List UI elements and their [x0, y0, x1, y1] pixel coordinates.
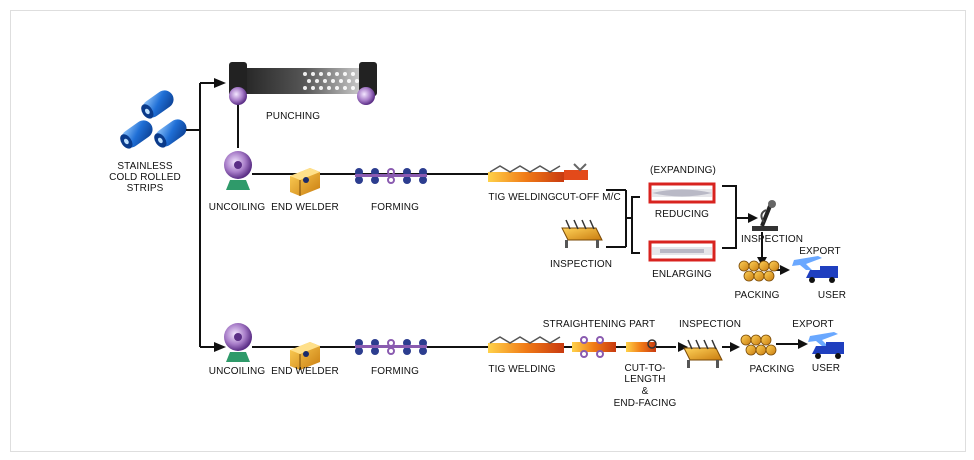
uncoiler-b [224, 323, 252, 362]
packing-bundle-b [740, 334, 777, 356]
arrow-to-line-b [214, 342, 226, 352]
arrow-to-inspection [748, 213, 758, 223]
inspection-table-a [561, 219, 603, 248]
cut-to-length-saw [626, 339, 657, 352]
uncoiling-label-a: UNCOILING [208, 202, 266, 213]
arrow-to-punching [214, 78, 226, 88]
tig-welding-label-b: TIG WELDING [488, 364, 556, 375]
cut-label-line4: END-FACING [613, 398, 677, 409]
enlarging-label: ENLARGING [652, 269, 712, 280]
tig-welding-a [488, 165, 564, 182]
export-plane-icon-b [808, 332, 838, 346]
inspection-table-b [683, 339, 723, 368]
end-welder-b [290, 342, 320, 370]
source-label-line1: STAINLESS [117, 161, 173, 172]
cutoff-label: CUT-OFF M/C [555, 192, 621, 203]
source-label-line2: COLD ROLLED [109, 172, 181, 183]
reducing-machine [648, 182, 716, 204]
delivery-truck-icon-b [812, 342, 844, 359]
export-plane-icon-a [792, 256, 822, 270]
packing-label-b: PACKING [749, 364, 795, 375]
arrow-to-export-b [798, 339, 808, 349]
tig-welding-b [488, 336, 564, 353]
forming-rollers-b [355, 339, 427, 355]
inspection-label-a2: INSPECTION [740, 234, 804, 245]
punching-label: PUNCHING [266, 111, 321, 122]
microscope-icon [752, 200, 778, 231]
tig-welding-label-a: TIG WELDING [488, 192, 556, 203]
inspection-label-b: INSPECTION [678, 319, 742, 330]
uncoiler-a [224, 151, 252, 190]
user-label-b: USER [811, 363, 841, 374]
delivery-truck-icon-a [806, 266, 838, 283]
straightening-rollers [572, 336, 616, 358]
inspection-label-a1: INSPECTION [549, 259, 613, 270]
straightening-label: STRAIGHTENING PART [542, 319, 656, 330]
reducing-label: REDUCING [654, 209, 710, 220]
cut-label-line1: CUT-TO- [624, 363, 666, 374]
punching-machine [229, 62, 377, 105]
arrow-to-packing-b [730, 342, 740, 352]
cutoff-machine [564, 163, 588, 180]
end-welder-label-b: END WELDER [271, 366, 339, 377]
stainless-coil-rolls [120, 90, 187, 149]
end-welder-a [290, 168, 320, 196]
forming-label-a: FORMING [371, 202, 419, 213]
uncoiling-label-b: UNCOILING [208, 366, 266, 377]
diagram-frame [10, 10, 966, 452]
packing-label-a: PACKING [734, 290, 780, 301]
user-label-a: USER [817, 290, 847, 301]
expanding-label: (EXPANDING) [650, 165, 716, 176]
export-label-b: EXPORT [792, 319, 834, 330]
cut-label-line2: LENGTH [624, 374, 666, 385]
enlarging-machine [648, 240, 716, 262]
cut-label-line3: & [641, 386, 649, 397]
source-label-line3: STRIPS [126, 183, 164, 194]
packing-bundle-a [738, 260, 780, 282]
arrow-to-inspection-b [678, 342, 688, 352]
forming-rollers-a [355, 168, 427, 184]
arrow-to-export-a [780, 265, 790, 275]
export-label-a: EXPORT [799, 246, 841, 257]
end-welder-label-a: END WELDER [271, 202, 339, 213]
forming-label-b: FORMING [371, 366, 419, 377]
